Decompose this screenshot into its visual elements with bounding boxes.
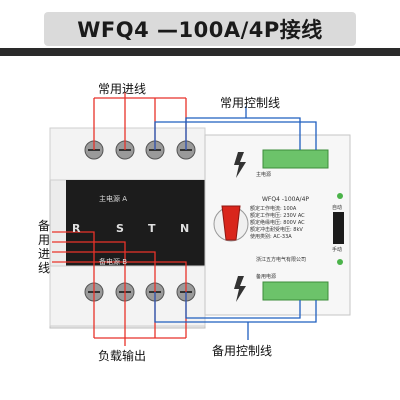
mode-switch[interactable] — [333, 212, 344, 244]
switch-label-manual: 手动 — [332, 247, 343, 253]
backup-control-label: 备用控制线 — [212, 344, 273, 358]
backup-source-indicator-label: 备用电源 — [256, 274, 277, 280]
backup-control-wires — [154, 292, 317, 340]
spec-line-4: 额定冲击耐受电压: 8kV — [250, 227, 303, 233]
phase-r: R — [72, 222, 81, 235]
spec-line-3: 额定绝缘电压: 800V AC — [250, 220, 305, 226]
backup-in-char-3: 进 — [38, 247, 51, 261]
main-source-label: 主电源 A — [99, 195, 128, 203]
selector-knob[interactable] — [213, 205, 249, 242]
load-output-label: 负载输出 — [98, 349, 147, 363]
manufacturer-label: 浙江五方电气有限公司 — [256, 257, 307, 263]
backup-indicator-light — [337, 259, 343, 265]
title-background — [44, 12, 356, 46]
top-control-terminal — [262, 149, 329, 169]
backup-incoming-wires — [52, 231, 187, 292]
phase-n: N — [180, 222, 190, 235]
main-control-wires — [154, 106, 317, 150]
page-title: WFQ4 —100A/4P接线 — [77, 18, 323, 42]
title-bar: WFQ4 —100A/4P接线 — [0, 0, 400, 48]
backup-in-char-1: 备 — [38, 219, 51, 233]
main-incoming-label: 常用进线 — [98, 82, 147, 96]
main-control-label: 常用控制线 — [220, 96, 281, 110]
phase-t: T — [148, 222, 156, 235]
spec-line-5: 使用类别: AC-33A — [250, 234, 292, 240]
main-indicator-light — [337, 193, 343, 199]
spec-line-1: 额定工作电流: 100A — [250, 206, 297, 212]
spec-line-2: 额定工作电压: 230V AC — [250, 213, 305, 219]
backup-source-label: 备电源 B — [99, 258, 128, 266]
switch-label-auto: 自动 — [332, 205, 343, 211]
model-label: WFQ4 -100A/4P — [262, 196, 310, 203]
backup-in-char-4: 线 — [38, 261, 51, 275]
backup-source-logo-icon — [234, 276, 246, 302]
title-divider — [0, 48, 400, 56]
bottom-control-terminal — [262, 281, 329, 301]
phase-s: S — [116, 222, 124, 235]
backup-in-char-2: 用 — [38, 233, 51, 247]
main-source-indicator-label: 主电源 — [256, 172, 272, 178]
main-source-logo-icon — [234, 152, 246, 178]
